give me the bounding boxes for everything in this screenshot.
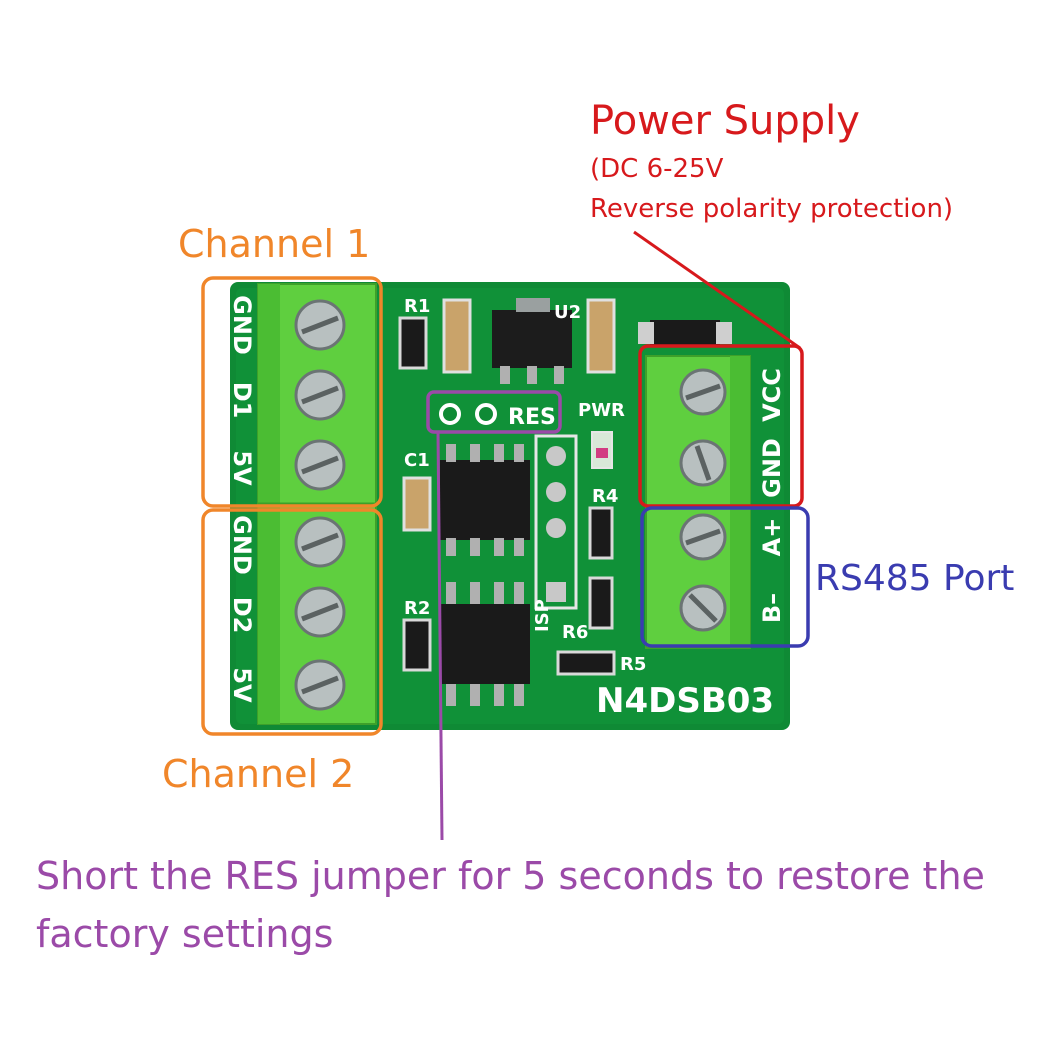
pin [514,582,524,604]
pin [446,538,456,556]
pin-label-5v-2: 5V [228,667,256,703]
pin [514,444,524,462]
rs485-port-box [640,506,810,648]
pin [470,582,480,604]
resistor-r4 [588,506,614,560]
capacitor [442,298,472,374]
pwr-led-indicator [596,448,608,458]
pin [494,538,504,556]
screw[interactable] [294,299,346,351]
board-model-label: N4DSB03 [596,681,774,721]
left-terminal-block [257,283,377,725]
res-pointer-line [436,431,444,841]
pin [470,684,480,706]
isp-pad [546,482,566,502]
screw[interactable] [294,369,346,421]
resistor-r5 [556,650,616,676]
resistor-r1 [398,316,428,370]
silk-r1: R1 [404,296,430,317]
pin [446,582,456,604]
pin [514,684,524,706]
res-jumper-box [426,390,562,434]
capacitor [586,298,616,374]
res-note-line-2: factory settings [36,912,334,956]
diode-lead [716,322,732,344]
pin [527,366,537,384]
silk-r4: R4 [592,486,618,507]
right-pin-labels: VCC GND A+ B– [758,368,786,623]
right-terminal-screws [679,368,727,632]
screw[interactable] [294,516,346,568]
screw[interactable] [679,439,727,487]
pin [494,582,504,604]
pin-label-d1: D1 [228,382,256,419]
channel-2-label: Channel 2 [162,752,355,796]
rs485-port-label: RS485 Port [815,558,1015,599]
screw[interactable] [294,586,346,638]
screw[interactable] [294,659,346,711]
pin-label-gnd-power: GND [758,438,786,498]
silk-isp: ISP [532,599,553,632]
pin-label-a-plus: A+ [758,518,786,557]
power-supply-protection: Reverse polarity protection) [590,194,954,224]
pin [554,366,564,384]
ic-chip-1 [440,460,530,540]
isp-header-outline [534,434,578,610]
channel-1-label: Channel 1 [178,222,371,266]
power-supply-title: Power Supply [590,98,860,144]
screw[interactable] [679,584,727,632]
power-supply-voltage: (DC 6-25V [590,154,724,184]
pin [470,444,480,462]
pin [494,684,504,706]
regulator-u2 [492,310,572,368]
silk-r2: R2 [404,598,430,619]
screw[interactable] [294,439,346,491]
res-jumper-pad[interactable] [475,403,497,425]
components [398,298,732,706]
channel-2-box [201,508,383,736]
channel-1-box [201,276,383,508]
silk-res: RES [508,405,556,430]
screw[interactable] [679,513,727,561]
protection-diode [650,320,720,346]
res-note-line-1: Short the RES jumper for 5 seconds to re… [36,854,985,898]
res-jumper-pad[interactable] [439,403,461,425]
capacitor-c1 [402,476,432,532]
regulator-u2-tab [516,298,550,312]
pin-label-gnd-1: GND [228,295,256,355]
silk-pwr: PWR [578,400,625,421]
pin-label-d2: D2 [228,597,256,634]
power-pointer-line [633,230,801,350]
pin [494,444,504,462]
silk-r6: R6 [562,622,588,643]
pin-label-5v-1: 5V [228,450,256,486]
pin [446,444,456,462]
resistor-r6 [588,576,614,630]
silk-r5: R5 [620,654,646,675]
isp-pad [546,582,566,602]
isp-pad [546,518,566,538]
silkscreen-labels: R1 U2 C1 R2 PWR R4 R6 R5 ISP RES [404,296,646,675]
pin-label-gnd-2: GND [228,515,256,575]
pin [500,366,510,384]
left-pin-labels: GND D1 5V GND D2 5V [228,295,256,703]
pin [470,538,480,556]
screw[interactable] [679,368,727,416]
diode-lead [638,322,654,344]
power-supply-box [638,344,804,508]
pin-label-vcc: VCC [758,368,786,422]
silk-u2: U2 [554,302,581,323]
silk-c1: C1 [404,450,430,471]
ic-chip-2 [440,604,530,684]
pin [514,538,524,556]
pin [446,684,456,706]
isp-pad [546,446,566,466]
left-terminal-screws [294,299,346,711]
resistor-r2 [402,618,432,672]
pin-label-b-minus: B– [758,593,786,623]
